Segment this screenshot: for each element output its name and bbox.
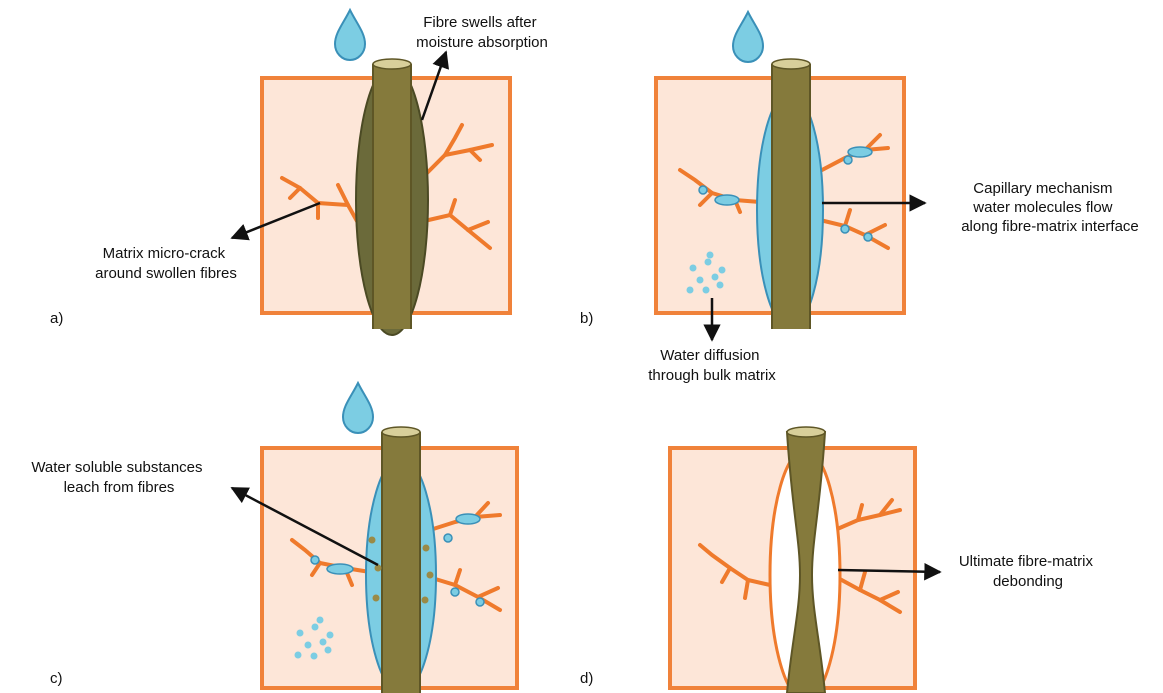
panel-a: Fibre swells after moisture absorption M… xyxy=(50,10,548,335)
label-crack-a-1: Matrix micro-crack xyxy=(103,245,226,262)
fibre-a xyxy=(373,64,411,329)
fibre-top-d xyxy=(787,427,825,437)
fibre-top-a xyxy=(373,59,411,69)
panel-letter-d: d) xyxy=(580,670,593,687)
label-diffusion-b-2: through bulk matrix xyxy=(648,367,776,384)
fibre-b xyxy=(772,64,810,329)
label-debond-d-1: Ultimate fibre-matrix xyxy=(959,553,1094,570)
panel-c: Water soluble substances leach from fibr… xyxy=(31,383,517,693)
svg-text:Fibre swells after moist: Fibre swells after moisture absorption xyxy=(416,14,548,51)
label-swell-a-2: moisture absorption xyxy=(416,34,548,51)
svg-text:Water diffusion through: Water diffusion through bulk matrix xyxy=(648,347,776,384)
water-droplet-a-icon xyxy=(335,10,365,60)
panel-b: Capillary mechanism water molecules flow… xyxy=(580,12,1139,384)
label-capillary-b-3: along fibre-matrix interface xyxy=(961,218,1139,235)
water-droplet-b-icon xyxy=(733,12,763,62)
label-capillary-b-1: Capillary mechanism xyxy=(973,180,1112,197)
panel-letter-a: a) xyxy=(50,310,63,327)
fibre-top-b xyxy=(772,59,810,69)
fibre-c xyxy=(382,432,420,693)
water-droplet-c-icon xyxy=(343,383,373,433)
svg-text:Matrix micro-crack aroun: Matrix micro-crack around swollen fibres xyxy=(95,245,237,282)
label-leach-c-1: Water soluble substances xyxy=(31,459,202,476)
label-debond-d-2: debonding xyxy=(993,573,1063,590)
svg-text:Ultimate fibre-matrix de: Ultimate fibre-matrix debonding xyxy=(959,553,1097,590)
label-diffusion-b-1: Water diffusion xyxy=(660,347,759,364)
svg-text:Capillary mechanism wate: Capillary mechanism water molecules flow… xyxy=(961,180,1139,235)
label-swell-a-1: Fibre swells after xyxy=(423,14,536,31)
panel-letter-b: b) xyxy=(580,310,593,327)
svg-text:Water soluble substances: Water soluble substances leach from fibr… xyxy=(31,459,206,496)
fibre-top-c xyxy=(382,427,420,437)
label-leach-c-2: leach from fibres xyxy=(64,479,175,496)
panel-letter-c: c) xyxy=(50,670,63,687)
label-capillary-b-2: water molecules flow xyxy=(972,199,1112,216)
label-crack-a-2: around swollen fibres xyxy=(95,265,237,282)
panel-d: Ultimate fibre-matrix debonding d) xyxy=(580,427,1097,693)
